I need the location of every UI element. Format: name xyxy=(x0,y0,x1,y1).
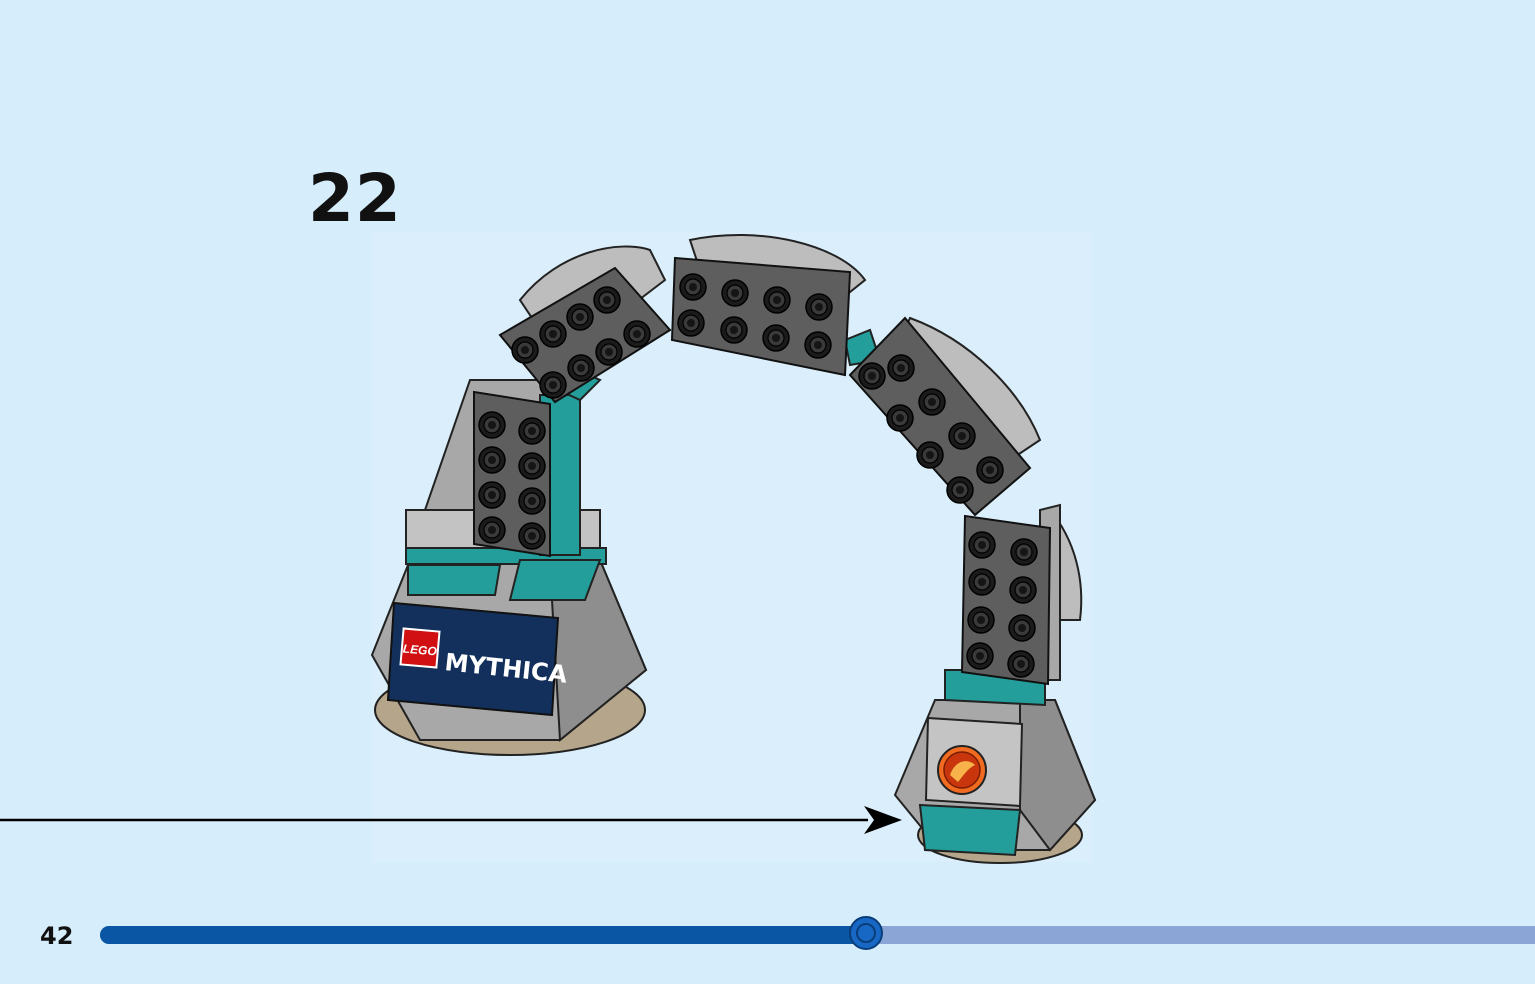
arch-plate-left xyxy=(498,266,672,404)
progress-bar[interactable] xyxy=(100,916,1535,950)
left-upright-plate xyxy=(473,390,551,558)
pointer-arrow xyxy=(0,806,902,834)
right-upright-plate xyxy=(960,514,1052,686)
build-illustration: LEGO MYTHICA xyxy=(0,234,1097,864)
arch-plate-top xyxy=(670,256,852,377)
progress-handle[interactable] xyxy=(848,916,883,950)
progress-fill xyxy=(100,926,868,944)
mythica-tile: LEGO MYTHICA xyxy=(386,601,569,717)
emblem-tile xyxy=(924,716,1024,808)
page-number: 42 xyxy=(40,922,74,950)
step-number: 22 xyxy=(308,160,402,237)
arch-plate-right xyxy=(848,316,1032,517)
lego-logo-text: LEGO xyxy=(402,642,438,659)
